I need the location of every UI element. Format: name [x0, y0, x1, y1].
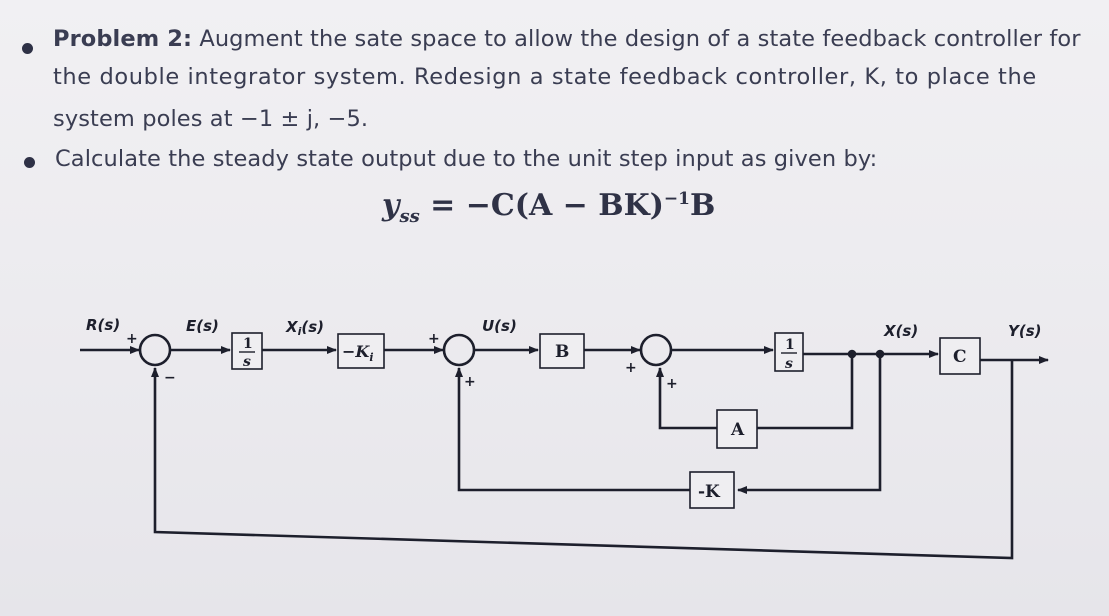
bullet-1 [22, 43, 33, 54]
a-block [716, 409, 758, 449]
c-label: C [953, 347, 967, 367]
sum-junction-3 [639, 333, 673, 367]
problem-heading: Problem 2: [53, 26, 193, 52]
wire-k-feedback [737, 354, 882, 494]
problem-text-1: Augment the sate space to allow the desi… [199, 26, 1081, 52]
sign-sum3-left: + [625, 360, 637, 376]
wire-outer-feedback [151, 360, 1014, 560]
junction-dot-a [847, 349, 857, 359]
integrator-2-denominator: s [785, 356, 793, 372]
sum-junction-2 [442, 333, 476, 367]
a-label: A [730, 420, 745, 440]
ki-block [337, 333, 385, 369]
task-line: Calculate the steady state output due to… [55, 146, 878, 172]
c-block [939, 337, 981, 375]
signal-r: R(s) [86, 316, 120, 334]
bullet-2 [24, 157, 35, 168]
b-label: B [555, 342, 569, 362]
integrator-block-2 [774, 332, 804, 372]
sign-sum1-top: + [126, 331, 138, 347]
problem-line-2: the double integrator system. Redesign a… [53, 64, 1037, 90]
wire-a-to-sum3 [656, 367, 717, 430]
wire-a-feedback [757, 354, 854, 430]
sum-junction-1 [138, 333, 172, 367]
sign-sum1-bottom: − [164, 370, 176, 386]
problem-line-1: Problem 2: Augment the sate space to all… [53, 26, 1081, 52]
integrator-1-denominator: s [243, 354, 251, 370]
integrator-block-1 [231, 332, 263, 370]
sign-sum2-left: + [428, 331, 440, 347]
wire-k-to-sum2 [455, 367, 690, 492]
signal-u: U(s) [482, 317, 517, 335]
junction-dot-k [875, 349, 885, 359]
k-block [689, 471, 735, 509]
formula-rhs: = −C(A − BK) [430, 188, 664, 223]
integrator-1-numerator: 1 [243, 336, 253, 352]
sign-sum3-bottom: + [666, 376, 678, 392]
formula-lhs-sub: ss [399, 206, 420, 227]
sign-sum2-bottom: + [464, 374, 476, 390]
signal-e: E(s) [186, 317, 219, 335]
formula-rhs-end: B [689, 188, 716, 223]
ki-label: −Ki [342, 342, 374, 364]
signal-x: X(s) [883, 322, 918, 340]
steady-state-formula: yss = −C(A − BK)−1B [382, 188, 715, 227]
formula-rhs-sup: −1 [663, 189, 690, 209]
signal-xi: Xi(s) [285, 318, 324, 338]
problem-line-3: system poles at −1 ± j, −5. [53, 106, 369, 132]
k-label: -K [698, 482, 721, 502]
signal-y: Y(s) [1008, 322, 1042, 340]
integrator-2-numerator: 1 [785, 337, 795, 353]
formula-lhs: y [382, 188, 400, 223]
